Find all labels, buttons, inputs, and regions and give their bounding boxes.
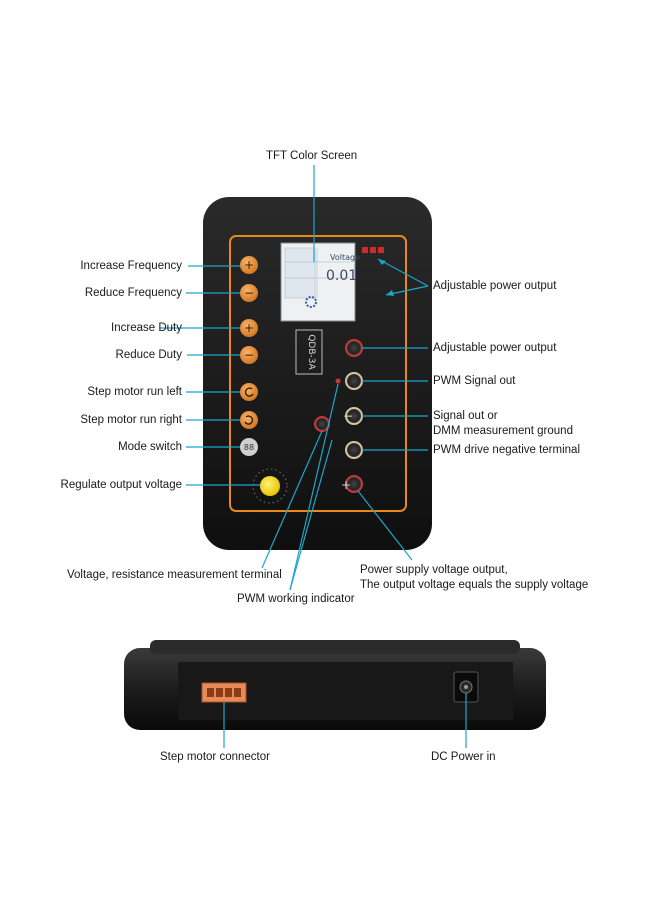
button-step-left[interactable] <box>240 383 258 401</box>
label-pwm-drive-negative: PWM drive negative terminal <box>433 444 580 456</box>
output-marker <box>362 247 368 253</box>
callout-line-voltage-measure <box>261 430 323 569</box>
label-tft-screen: TFT Color Screen <box>266 150 358 162</box>
minus-terminal-sign: − <box>343 409 353 423</box>
rotate-left-icon <box>244 387 254 397</box>
terminal-supply-output[interactable] <box>345 475 363 493</box>
output-marker <box>370 247 376 253</box>
label-pwm-indicator: PWM working indicator <box>237 593 355 605</box>
label-reduce-frequency: Reduce Frequency <box>84 287 182 299</box>
callout-line-pwm-indicator-a <box>289 383 339 591</box>
panel-orange-frame <box>229 235 407 512</box>
label-signal-out-line1: Signal out or <box>433 410 498 422</box>
minus-icon: − <box>244 348 254 362</box>
label-increase-duty: Increase Duty <box>111 322 182 334</box>
label-adj-power-output-2: Adjustable power output <box>433 342 557 354</box>
step-motor-connector[interactable] <box>201 682 247 703</box>
label-pwm-signal-out: PWM Signal out <box>433 375 516 387</box>
mode-icon: 88 <box>244 443 254 452</box>
dc-power-jack[interactable] <box>453 671 479 703</box>
callout-line-pwm-indicator-b <box>289 439 333 591</box>
screen-unit-text: Voltage <box>330 253 361 262</box>
gear-icon <box>305 296 317 308</box>
arrow-head <box>378 259 386 265</box>
label-supply-output-line2: The output voltage equals the supply vol… <box>360 579 589 591</box>
screen-value-text: 0.01 <box>326 268 358 284</box>
arrow-head <box>386 290 394 296</box>
label-adj-power-output-1: Adjustable power output <box>433 280 557 292</box>
callout-line-adj-power-a <box>377 258 429 287</box>
button-increase-frequency[interactable]: + <box>240 256 258 274</box>
terminal-pwm-signal[interactable] <box>345 372 363 390</box>
label-step-right: Step motor run right <box>80 414 182 426</box>
callout-lines <box>160 165 467 748</box>
button-increase-duty[interactable]: + <box>240 319 258 337</box>
rotate-right-icon <box>244 415 254 425</box>
label-step-left: Step motor run left <box>87 386 182 398</box>
label-signal-out-line2: DMM measurement ground <box>433 425 573 437</box>
label-mode-switch: Mode switch <box>118 441 182 453</box>
model-badge <box>295 329 323 375</box>
pwm-indicator-led <box>335 378 341 384</box>
label-supply-output-line1: Power supply voltage output, <box>360 564 508 576</box>
button-mode-switch[interactable]: 88 <box>240 438 258 456</box>
minus-icon: − <box>244 286 254 300</box>
terminal-pwm-negative[interactable] <box>345 441 363 459</box>
device-side <box>124 640 546 730</box>
voltage-knob[interactable] <box>252 468 288 504</box>
model-label: QDB-3A <box>306 334 316 370</box>
output-marker <box>378 247 384 253</box>
label-regulate-voltage: Regulate output voltage <box>60 479 182 491</box>
plus-icon: + <box>244 321 254 335</box>
button-reduce-duty[interactable]: − <box>240 346 258 364</box>
label-reduce-duty: Reduce Duty <box>115 349 182 361</box>
terminal-adjustable-power[interactable] <box>345 339 363 357</box>
device-front: + − + − 88 <box>203 197 432 550</box>
label-increase-frequency: Increase Frequency <box>80 260 182 272</box>
button-step-right[interactable] <box>240 411 258 429</box>
callout-arrows <box>378 259 394 296</box>
label-dc-power-in: DC Power in <box>431 751 496 763</box>
terminal-voltage-measure[interactable] <box>314 416 330 432</box>
callout-line-supply-out <box>357 490 413 561</box>
plus-terminal-sign: + <box>341 478 351 492</box>
plus-icon: + <box>244 258 254 272</box>
label-voltage-measurement: Voltage, resistance measurement terminal <box>67 569 282 581</box>
tft-screen-panel-left <box>284 247 316 299</box>
button-reduce-frequency[interactable]: − <box>240 284 258 302</box>
side-top-edge <box>150 640 520 654</box>
label-step-motor-connector: Step motor connector <box>160 751 270 763</box>
